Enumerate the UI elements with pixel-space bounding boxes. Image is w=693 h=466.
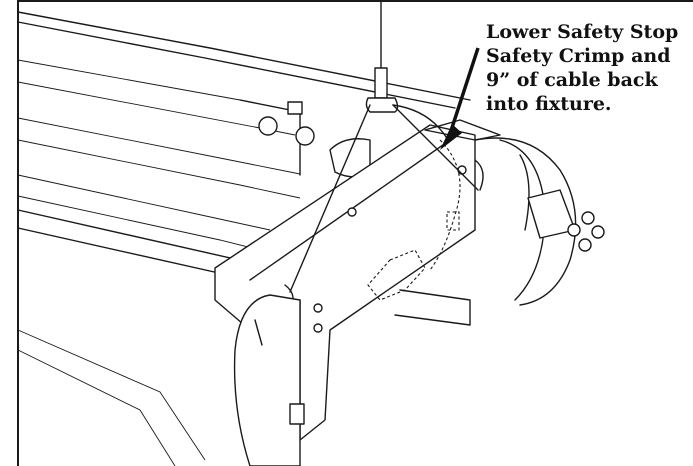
arrow-head	[440, 124, 462, 150]
reflector-line-2	[17, 81, 296, 136]
hidden-cable	[429, 139, 461, 271]
bracket-hole-4	[457, 165, 467, 175]
housing-lower-lip	[17, 227, 251, 281]
end-cap-right	[394, 137, 577, 326]
suspension-cable	[289, 0, 479, 293]
reflector-line-4	[17, 139, 301, 199]
end-cap-left	[233, 294, 305, 466]
reflector-line-6	[17, 195, 261, 251]
hanger-wire-rear	[392, 104, 449, 141]
bracket-hole-3	[313, 323, 323, 333]
bracket-hole-1	[347, 207, 357, 217]
lamp-pin-1	[581, 211, 595, 225]
bracket-hook-1	[474, 159, 484, 191]
hanger-wire-left	[289, 104, 371, 293]
housing-shell-curve-2	[17, 349, 176, 466]
instruction-callout: Lower Safety Stop Safety Crimp and 9” of…	[486, 20, 691, 116]
lower-channel	[394, 289, 471, 326]
lamp-pin-3	[578, 238, 592, 252]
lamp-pin-2	[591, 225, 605, 239]
hanger-wire-right	[392, 104, 479, 191]
housing-top-inner	[17, 21, 456, 109]
knockout-2	[295, 126, 315, 146]
reflector-line-5	[17, 174, 271, 231]
inner-cover	[239, 99, 371, 178]
bracket-hole-2	[313, 303, 323, 313]
lamp-pins	[527, 189, 605, 252]
lamp-pin-4	[567, 223, 581, 237]
left-cap-clip	[289, 403, 305, 425]
hidden-safety-stop	[367, 139, 461, 301]
left-end-cap	[233, 294, 301, 466]
hidden-stop-sleeve	[446, 211, 460, 231]
housing-bottom-edge	[17, 209, 249, 263]
frame-edge	[17, 0, 693, 466]
arrow-shaft	[446, 47, 480, 141]
housing-shell-curve-1	[17, 329, 206, 461]
arrow-down-left-icon	[440, 47, 480, 150]
end-cap-outline	[474, 137, 577, 306]
bracket-top-tab	[424, 119, 501, 141]
hidden-crimp-outline	[367, 249, 426, 301]
reflector-line-3	[17, 117, 301, 175]
cover-edge	[239, 99, 301, 176]
cable-gripper	[374, 67, 388, 99]
end-cap-slot	[519, 154, 530, 231]
diagram-frame	[17, 0, 693, 466]
left-cap-slot	[254, 319, 263, 346]
knockout-1	[258, 116, 278, 136]
y-connector	[365, 97, 399, 113]
tab-slot	[287, 101, 303, 115]
housing-top-edge	[17, 11, 471, 101]
